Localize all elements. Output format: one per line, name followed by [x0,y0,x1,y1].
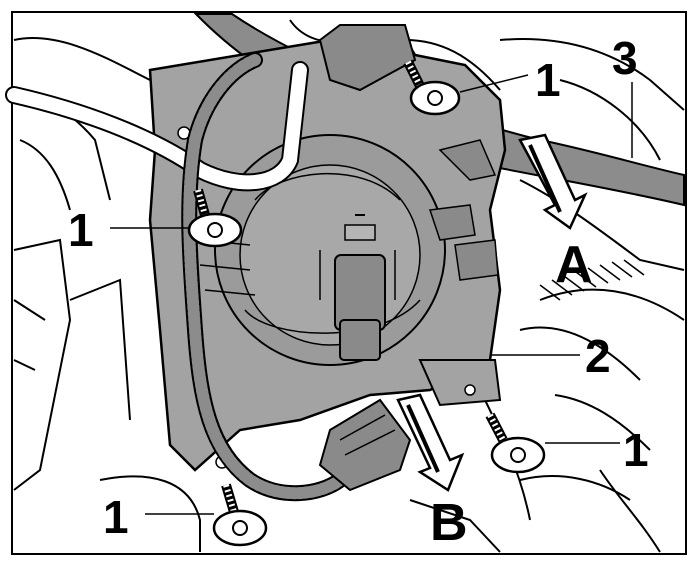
wiring-harness [181,52,348,502]
callout-1-bottom: 1 [103,491,129,543]
arrow-a-icon [518,133,588,230]
callout-1-right: 1 [623,424,649,476]
arrow-b-icon [396,393,465,492]
label-a: A [555,236,593,294]
callout-1-top: 1 [535,54,561,106]
leader-lines [110,74,633,515]
screw-top [403,59,461,116]
callout-3: 3 [612,32,638,84]
bodywork-detail [539,259,645,301]
fog-lamp-housing-part-2 [148,24,507,472]
label-b: B [430,494,468,552]
callout-2: 2 [585,330,611,382]
screw-left [187,188,243,248]
screw-bottom [212,483,268,547]
screw-right [485,412,546,474]
callout-1-left: 1 [68,204,94,256]
electrical-connector [318,398,412,492]
